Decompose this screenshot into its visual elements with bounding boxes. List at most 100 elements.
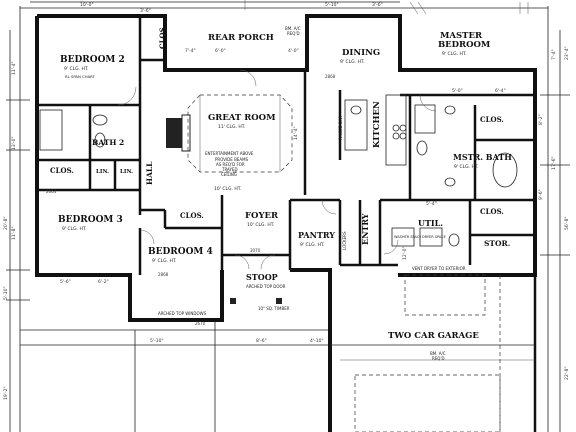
label-bedroom-2: BEDROOM 2 — [60, 55, 125, 65]
dim-10: 5'-10" — [3, 286, 9, 300]
dim-7: 13'-0" — [11, 136, 17, 150]
note-arched-door: ARCHED TOP DOOR — [246, 284, 286, 289]
note-garage-reqd: REQ'D — [432, 356, 445, 361]
label-pantry: PANTRY — [298, 230, 335, 240]
dim-24: 22'-8" — [564, 366, 570, 380]
label-great-room: GREAT ROOM — [208, 113, 276, 123]
label-lin-1: LIN. — [96, 169, 109, 175]
door-swings — [117, 69, 437, 270]
dim-25: 56'-8" — [564, 216, 570, 230]
label-kitchen: KITCHEN — [372, 101, 382, 148]
note-beam: BM. A/C — [285, 26, 301, 31]
label-bedroom-3: BEDROOM 3 — [58, 215, 123, 225]
dim-5: 3'-6" — [372, 2, 383, 8]
dim-33: 6'-4" — [495, 88, 506, 94]
label-stor: STOR. — [484, 239, 510, 248]
label-master-bedroom-2: BEDROOM — [438, 40, 491, 50]
dim-18: 17'-6" — [551, 156, 557, 170]
exterior-walls — [35, 14, 537, 432]
label-rear-porch: REAR PORCH — [208, 33, 274, 43]
dim-35: 2868 — [325, 74, 336, 79]
dim-8: 20'-8" — [3, 216, 9, 230]
garage-details — [340, 274, 535, 432]
note-arched-windows: ARCHED TOP WINDOWS — [158, 311, 207, 316]
dim-3: 7'-4" — [185, 48, 196, 54]
dimension-labels: 10'-0" 3'-6" 7'-4" 5'-10" 3'-6" 11'-4" 1… — [3, 2, 570, 400]
label-lin-2: LIN. — [120, 169, 133, 175]
note-timber: 10" SQ. TIMBER — [258, 306, 290, 311]
dim-20: 8'-2" — [538, 114, 544, 125]
note-master-clg: 9' CLG. HT. — [442, 51, 467, 57]
label-bedroom-4: BEDROOM 4 — [148, 247, 213, 257]
dim-15: 4'-10" — [310, 338, 324, 344]
dim-29: 2664 — [46, 189, 57, 194]
dim-2: 3'-6" — [140, 8, 151, 14]
note-mstr-bath-clg: 9' CLG. HT. — [454, 164, 479, 170]
dim-16: 14'-4" — [293, 126, 299, 140]
kitchen-fixtures — [344, 94, 407, 166]
label-hall: HALL — [145, 161, 154, 185]
note-vent-dryer: VENT DRYER TO EXTERIOR — [412, 266, 466, 271]
note-bedroom-2-clg: 9' CLG. HT. — [64, 66, 89, 72]
dim-14: 8'-6" — [256, 338, 267, 344]
dim-9: 11'-8" — [11, 226, 17, 240]
label-foyer: FOYER — [245, 211, 279, 221]
dim-21: 9'-6" — [538, 189, 544, 200]
label-mstr-bath: MSTR. BATH — [453, 152, 512, 162]
label-garage: TWO CAR GARAGE — [388, 331, 479, 341]
interior-walls — [37, 16, 535, 275]
note-span: RL SPAN CHART — [65, 74, 96, 79]
note-dining-clg: 9' CLG. HT. — [340, 59, 365, 65]
label-clos-3: CLOS. — [180, 211, 204, 220]
dim-31: 6'-0" — [215, 48, 226, 54]
note-bedroom-4-clg: 9' CLG. HT. — [152, 258, 177, 264]
label-entry: ENTRY — [360, 213, 370, 245]
label-util: UTIL. — [418, 218, 443, 228]
dim-11: 5'-6" — [60, 279, 71, 285]
label-clos-1: CLOS. — [158, 25, 167, 49]
fireplace — [166, 118, 182, 148]
dim-34: 5'-4" — [426, 201, 437, 207]
dim-23: 19'-2" — [3, 386, 9, 400]
dimension-lines — [6, 1, 570, 432]
dim-19: 5'-0" — [452, 88, 463, 94]
stoop-columns — [230, 298, 282, 304]
label-master-bedroom-1: MASTER — [440, 31, 483, 41]
dim-27: 2670 — [195, 321, 206, 326]
note-entertainment: ENTERTAINMENT ABOVE — [205, 151, 254, 156]
label-dining: DINING — [342, 48, 380, 58]
dim-1: 10'-0" — [80, 2, 94, 8]
dim-28: 2868 — [158, 272, 169, 277]
note-garage-beam: BM. A/C — [430, 351, 446, 356]
dim-6: 11'-4" — [11, 61, 17, 75]
dim-30: 3070 — [250, 248, 261, 253]
note-as-reqd: AS REQ'D FOR — [216, 162, 245, 167]
dim-17: 12'-0" — [402, 246, 408, 260]
note-great-room-clg2: 10' CLG. HT. — [214, 186, 241, 192]
note-pantry-clg: 9' CLG. HT. — [300, 242, 325, 248]
dim-13: 5'-10" — [150, 338, 164, 344]
note-dryer: DRYER SPACE — [422, 235, 446, 239]
note-reqd: REQ'D — [287, 31, 300, 36]
note-bedroom-3-clg: 9' CLG. HT. — [62, 226, 87, 232]
note-lockers: LOCKERS — [342, 231, 347, 250]
note-foyer-clg: 10' CLG. HT. — [247, 222, 274, 228]
label-clos-master2: CLOS. — [480, 207, 504, 216]
edge-hatching — [244, 0, 529, 15]
note-ceiling: CEILING — [221, 172, 237, 177]
trayed-ceiling — [187, 94, 293, 173]
note-washer: WASHER SPACE — [394, 235, 421, 239]
note-great-room-clg: 11' CLG. HT. — [218, 124, 245, 130]
bath-fixtures — [39, 104, 518, 247]
label-stoop: STOOP — [246, 272, 278, 282]
label-bath-2: BATH 2 — [92, 138, 124, 147]
label-clos-2: CLOS. — [50, 166, 74, 175]
dim-32: 4'-0" — [288, 48, 299, 54]
dim-12: 6'-2" — [98, 279, 109, 285]
note-raised-bar: RAISED BAR — [338, 116, 343, 140]
note-trayed: TRAYED — [221, 167, 238, 172]
dim-26: 23'-4" — [564, 46, 570, 60]
dim-4: 5'-10" — [325, 2, 339, 8]
label-clos-master: CLOS. — [480, 115, 504, 124]
